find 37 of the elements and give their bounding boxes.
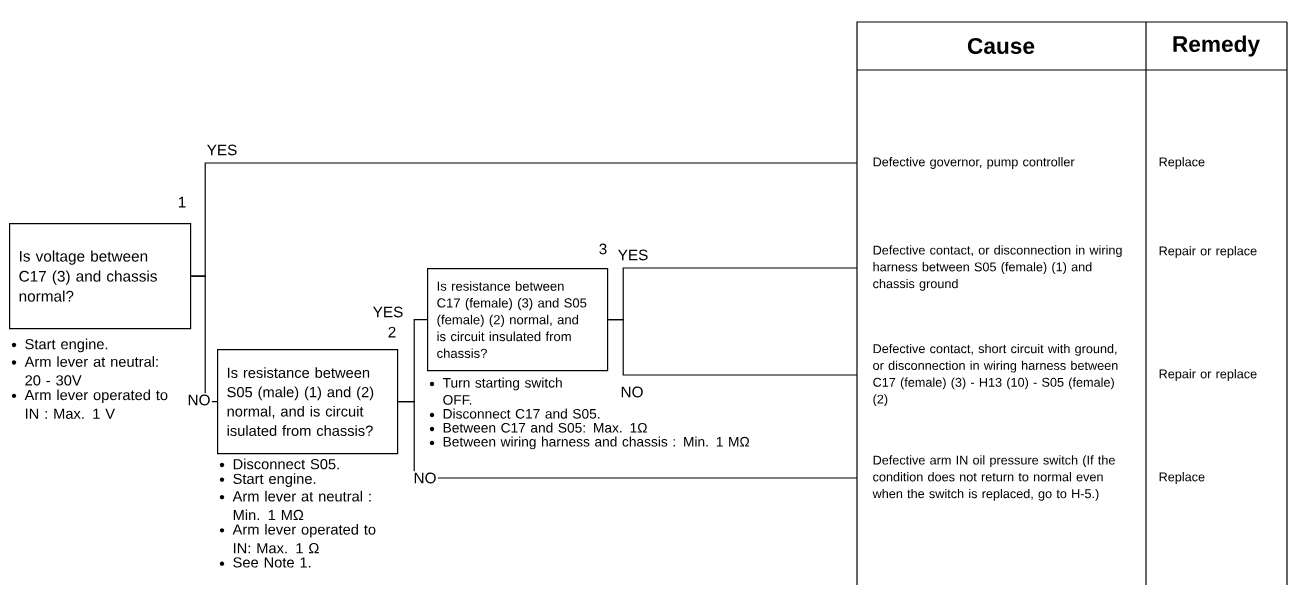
- bullet-note: Start engine.: [219, 473, 316, 487]
- bullet-note: Disconnect C17 and S05.: [429, 408, 600, 419]
- bullet-note: Between C17 and S05: Max. 1Ω: [429, 422, 647, 433]
- bullet-note: Disconnect S05.: [219, 458, 339, 470]
- cause-text: Defective contact, short circuit with ground, or disconnection in wiring harness between C17 (female) (3) - H13 (10) - S05 (female) (2): [873, 343, 1118, 407]
- step-number: 2: [388, 326, 396, 338]
- connector-line: [607, 319, 858, 376]
- bullet-note: Between wiring harness and chassis : Min. 1 MΩ: [429, 436, 750, 450]
- edge-label: YES: [616, 248, 650, 262]
- cause-text: Defective governor, pump controller: [873, 157, 1075, 169]
- edge-label: NO: [412, 471, 438, 485]
- connector-line: [397, 401, 858, 479]
- step-number: 1: [178, 196, 186, 208]
- bullet-note: See Note 1.: [219, 557, 311, 568]
- remedy-text: Repair or replace: [1159, 369, 1257, 381]
- edge-label: NO: [619, 385, 645, 399]
- bullet-note: Turn starting switch OFF.: [429, 377, 562, 405]
- question-box: Is resistance between S05 (male) (1) and (2) normal, and is circuit isulated from chassis?: [217, 349, 399, 455]
- cause-text: Defective contact, or disconnection in wiring harness between S05 (female) (1) and chassis ground: [873, 245, 1122, 291]
- edge-label: NO: [186, 393, 212, 407]
- bullet-note: Arm lever operated to IN: Max. 1 Ω: [219, 523, 376, 554]
- remedy-text: Replace: [1159, 472, 1205, 484]
- remedy-text: Replace: [1159, 157, 1205, 169]
- bullet-note: Start engine.: [11, 338, 108, 353]
- connector-line: [190, 275, 218, 403]
- cause-text: Defective arm IN oil pressure switch (If the condition does not return to normal even when the switch is replaced, go to H-5.): [872, 455, 1115, 501]
- bullet-note: Arm lever operated to IN : Max. 1 V: [11, 389, 168, 419]
- question-box: Is resistance between C17 (female) (3) and S05 (female) (2) normal, and is circuit insulated from chassis?: [427, 268, 609, 372]
- step-number: 3: [599, 243, 607, 255]
- bullet-note: Arm lever at neutral : Min. 1 MΩ: [219, 490, 371, 521]
- column-header: Cause: [967, 37, 1035, 55]
- edge-label: YES: [371, 305, 405, 319]
- edge-label: YES: [205, 143, 239, 157]
- remedy-text: Repair or replace: [1159, 246, 1257, 258]
- bullet-note: Arm lever at neutral: 20 - 30V: [11, 356, 158, 386]
- question-box: Is voltage between C17 (3) and chassis normal?: [9, 223, 192, 330]
- column-header: Remedy: [1173, 35, 1260, 57]
